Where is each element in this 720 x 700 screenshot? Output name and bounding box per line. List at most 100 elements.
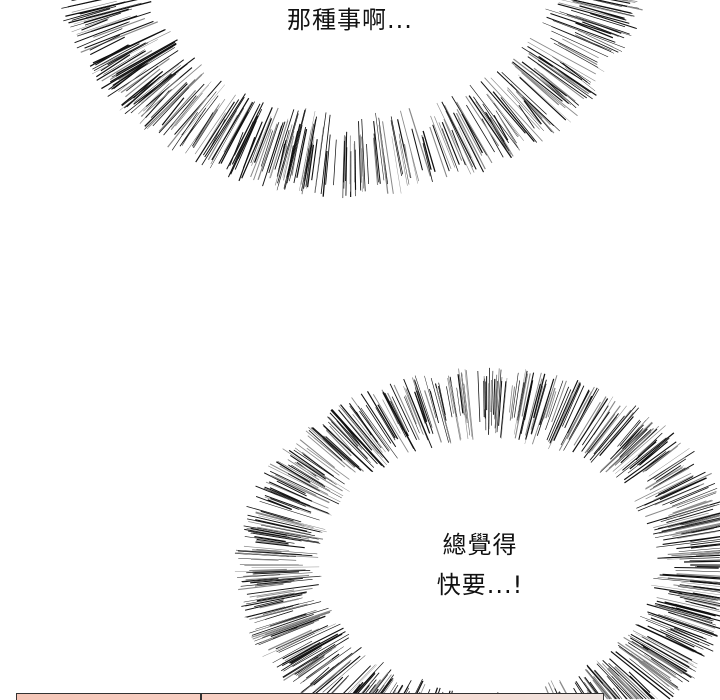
speed-line	[345, 147, 348, 196]
bubble-1-line-1: 那種事啊...	[287, 6, 413, 34]
speed-line	[690, 580, 720, 585]
speed-line	[305, 143, 313, 187]
speed-line	[398, 133, 410, 185]
speed-line	[250, 527, 301, 538]
speed-line	[244, 600, 284, 611]
speed-line	[563, 388, 600, 451]
speed-line	[230, 115, 259, 175]
speed-line	[311, 427, 362, 471]
speed-line	[382, 121, 394, 194]
speed-line	[220, 111, 249, 164]
speed-line	[246, 584, 319, 595]
speed-line	[586, 664, 617, 700]
speed-line	[651, 613, 718, 637]
speed-line	[483, 380, 485, 418]
speed-line	[657, 476, 694, 495]
speed-line	[487, 93, 524, 141]
speed-line	[613, 667, 647, 700]
speed-line	[669, 525, 716, 536]
speed-line	[303, 116, 317, 189]
speed-line	[579, 5, 625, 19]
speed-line	[552, 66, 587, 93]
speed-line	[468, 95, 513, 159]
speed-line	[255, 541, 305, 549]
speed-line	[540, 77, 572, 106]
speed-line	[115, 41, 176, 77]
speed-line	[566, 400, 592, 445]
speed-line	[181, 114, 202, 146]
speed-line	[521, 373, 531, 417]
speed-line	[293, 126, 307, 184]
speed-line	[512, 61, 563, 102]
speed-line	[678, 547, 720, 552]
speed-line	[424, 375, 437, 419]
speed-line	[500, 381, 507, 438]
speed-line	[558, 2, 625, 21]
speed-line	[612, 425, 666, 472]
speed-line	[252, 571, 300, 575]
speed-line	[256, 591, 307, 602]
speed-line	[333, 139, 337, 186]
speed-line	[286, 145, 294, 178]
speed-line	[274, 124, 293, 186]
speed-line	[649, 467, 690, 491]
speed-line	[499, 116, 520, 151]
speed-line	[566, 386, 595, 440]
speed-line	[571, 9, 626, 28]
speed-line	[551, 380, 567, 423]
speed-line	[256, 587, 313, 598]
speed-line	[403, 386, 424, 435]
speed-line	[653, 578, 720, 585]
speed-line	[613, 687, 623, 700]
speed-line	[269, 463, 329, 496]
speed-line	[669, 487, 709, 505]
speed-line	[539, 57, 591, 94]
speed-line	[375, 112, 385, 181]
speed-line	[629, 432, 675, 470]
speed-line	[647, 611, 718, 637]
speed-line	[288, 464, 326, 488]
speed-line	[519, 76, 567, 121]
speed-line	[655, 471, 706, 498]
speed-line	[575, 22, 614, 39]
speed-line	[68, 0, 152, 24]
speed-line	[373, 133, 379, 183]
speed-line	[278, 628, 319, 648]
speed-line	[293, 449, 345, 485]
speed-line	[422, 130, 436, 172]
speed-line	[689, 559, 720, 562]
speed-line	[403, 378, 433, 449]
speed-line	[583, 413, 619, 459]
speed-line	[522, 97, 552, 133]
speed-line	[666, 504, 710, 519]
speech-bubble-1: 那種事啊...	[250, 0, 450, 40]
speed-line	[85, 2, 142, 18]
speed-line	[645, 490, 717, 518]
speed-line	[539, 378, 555, 426]
speed-line	[664, 601, 710, 614]
speed-line	[618, 646, 680, 691]
speed-line	[616, 437, 667, 478]
speed-line	[158, 89, 197, 132]
speed-line	[463, 383, 470, 436]
speed-line	[501, 72, 547, 115]
speed-line	[247, 514, 321, 533]
speed-line	[273, 493, 332, 516]
speed-line	[642, 445, 679, 473]
speed-line	[610, 650, 671, 700]
speed-line	[559, 61, 591, 85]
speed-line	[492, 91, 535, 143]
speed-line	[675, 570, 720, 573]
speed-line	[493, 378, 496, 415]
speed-line	[308, 426, 355, 469]
speed-line	[278, 143, 285, 171]
speed-line	[171, 112, 198, 151]
speed-line	[81, 19, 108, 31]
bubble-2-line-2: 快要...!	[436, 571, 524, 599]
speed-line	[277, 110, 299, 184]
speed-line	[533, 373, 546, 419]
speed-line	[292, 633, 350, 667]
speed-line	[253, 128, 272, 181]
speed-line	[628, 671, 651, 693]
speed-line	[551, 30, 609, 58]
